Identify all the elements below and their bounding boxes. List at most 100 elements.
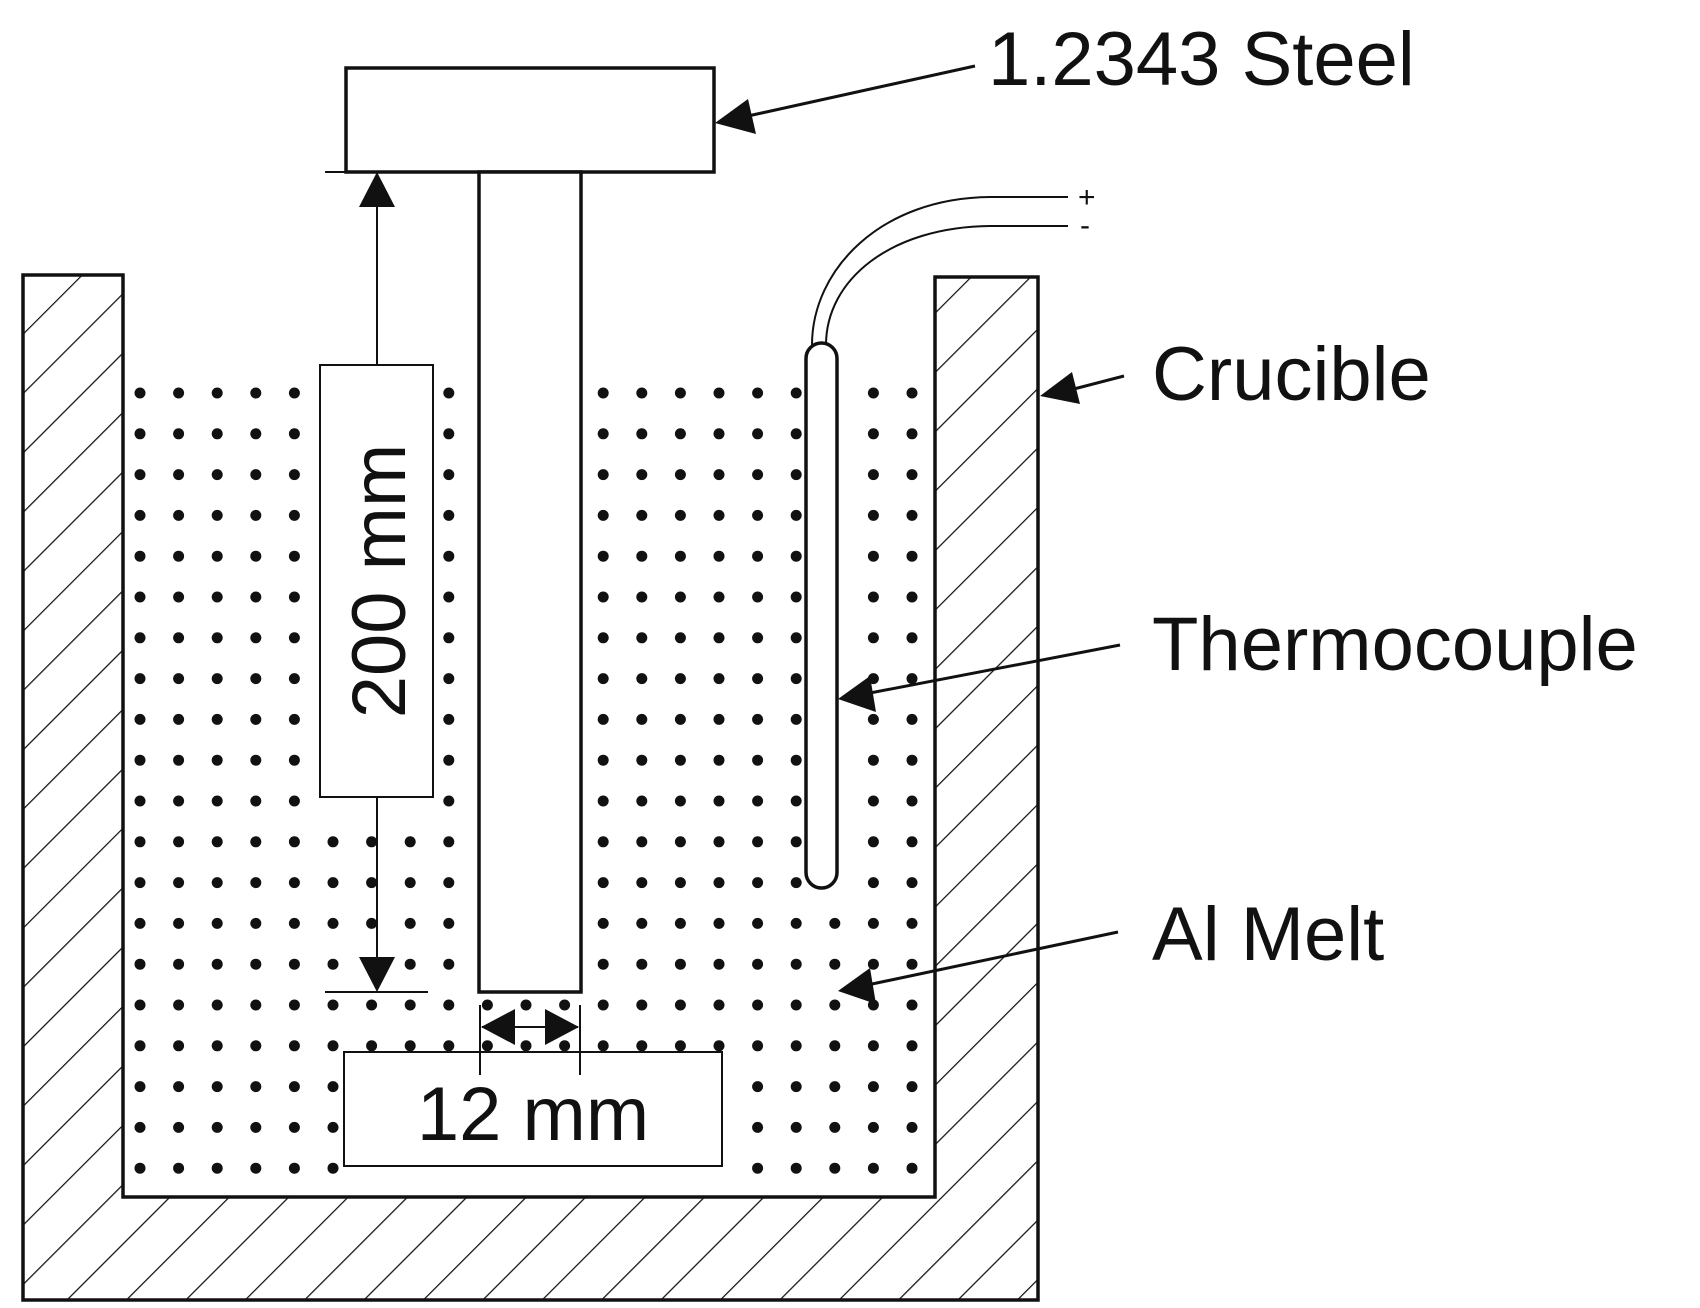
melt-dot	[443, 550, 455, 562]
melt-dot	[173, 795, 185, 807]
melt-callout: Al Melt	[838, 892, 1384, 1004]
melt-dot	[211, 1162, 223, 1174]
melt-dot	[674, 917, 686, 929]
melt-dot	[906, 754, 918, 766]
melt-dot	[790, 428, 802, 440]
melt-dot	[636, 795, 648, 807]
melt-dot	[211, 999, 223, 1011]
melt-dot	[481, 1040, 493, 1052]
al-melt	[134, 387, 918, 1174]
melt-dot	[636, 713, 648, 725]
melt-dot	[520, 999, 532, 1011]
depth-label: 200 mm	[337, 444, 422, 719]
melt-dot	[404, 836, 416, 848]
melt-dot	[211, 632, 223, 644]
melt-dot	[173, 673, 185, 685]
melt-dot	[752, 1040, 764, 1052]
melt-dot	[713, 550, 725, 562]
polarity-positive: +	[1078, 181, 1096, 214]
melt-dot	[752, 550, 764, 562]
melt-dot	[443, 836, 455, 848]
thermocouple-wire-positive	[811, 196, 1068, 346]
melt-dot	[173, 1081, 185, 1093]
melt-dot	[134, 1040, 146, 1052]
melt-dot	[327, 1081, 339, 1093]
melt-dot	[134, 958, 146, 970]
melt-dot	[134, 836, 146, 848]
melt-dot	[250, 591, 262, 603]
melt-dot	[597, 550, 609, 562]
melt-dot	[790, 877, 802, 889]
melt-dot	[173, 469, 185, 481]
melt-dot	[250, 1081, 262, 1093]
melt-dot	[288, 877, 300, 889]
melt-dot	[597, 754, 609, 766]
melt-dot	[867, 754, 879, 766]
melt-dot	[134, 1162, 146, 1174]
melt-dot	[906, 836, 918, 848]
melt-dot	[867, 509, 879, 521]
melt-dot	[674, 387, 686, 399]
melt-dot	[134, 1121, 146, 1133]
melt-dot	[597, 999, 609, 1011]
melt-dot	[366, 1040, 378, 1052]
melt-dot	[443, 632, 455, 644]
melt-dot	[636, 591, 648, 603]
melt-dot	[713, 958, 725, 970]
melt-dot	[134, 387, 146, 399]
melt-dot	[597, 1040, 609, 1052]
melt-dot	[636, 387, 648, 399]
melt-dot	[443, 1040, 455, 1052]
melt-dot	[173, 713, 185, 725]
melt-dot	[597, 877, 609, 889]
melt-dot	[597, 591, 609, 603]
melt-dot	[250, 1162, 262, 1174]
melt-dot	[867, 632, 879, 644]
melt-dot	[250, 795, 262, 807]
thermocouple-callout: Thermocouple	[838, 602, 1638, 712]
melt-dot	[443, 387, 455, 399]
melt-dot	[366, 877, 378, 889]
melt-dot	[713, 387, 725, 399]
melt-dot	[404, 958, 416, 970]
melt-dot	[288, 795, 300, 807]
melt-dot	[829, 999, 841, 1011]
melt-dot	[134, 917, 146, 929]
melt-dot	[906, 509, 918, 521]
melt-dot	[790, 836, 802, 848]
melt-dot	[752, 387, 764, 399]
melt-label: Al Melt	[1152, 892, 1384, 977]
melt-dot	[713, 999, 725, 1011]
melt-dot	[250, 632, 262, 644]
melt-dot	[250, 428, 262, 440]
melt-dot	[636, 836, 648, 848]
melt-dot	[134, 509, 146, 521]
melt-dot	[443, 673, 455, 685]
melt-dot	[173, 509, 185, 521]
melt-dot	[288, 1081, 300, 1093]
melt-dot	[211, 1040, 223, 1052]
melt-dot	[790, 1121, 802, 1133]
melt-dot	[134, 550, 146, 562]
melt-dot	[327, 958, 339, 970]
melt-dot	[597, 795, 609, 807]
melt-dot	[790, 1081, 802, 1093]
melt-dot	[906, 469, 918, 481]
melt-dot	[674, 591, 686, 603]
melt-dot	[867, 917, 879, 929]
melt-dot	[906, 591, 918, 603]
melt-dot	[250, 999, 262, 1011]
melt-dot	[636, 917, 648, 929]
melt-dot	[173, 836, 185, 848]
melt-dot	[597, 673, 609, 685]
melt-dot	[674, 877, 686, 889]
steel-label: 1.2343 Steel	[988, 17, 1415, 102]
steel-head	[344, 66, 716, 174]
melt-dot	[173, 999, 185, 1011]
melt-dot	[443, 469, 455, 481]
melt-dot	[790, 917, 802, 929]
melt-dot	[288, 754, 300, 766]
melt-dot	[906, 428, 918, 440]
melt-dot	[752, 428, 764, 440]
